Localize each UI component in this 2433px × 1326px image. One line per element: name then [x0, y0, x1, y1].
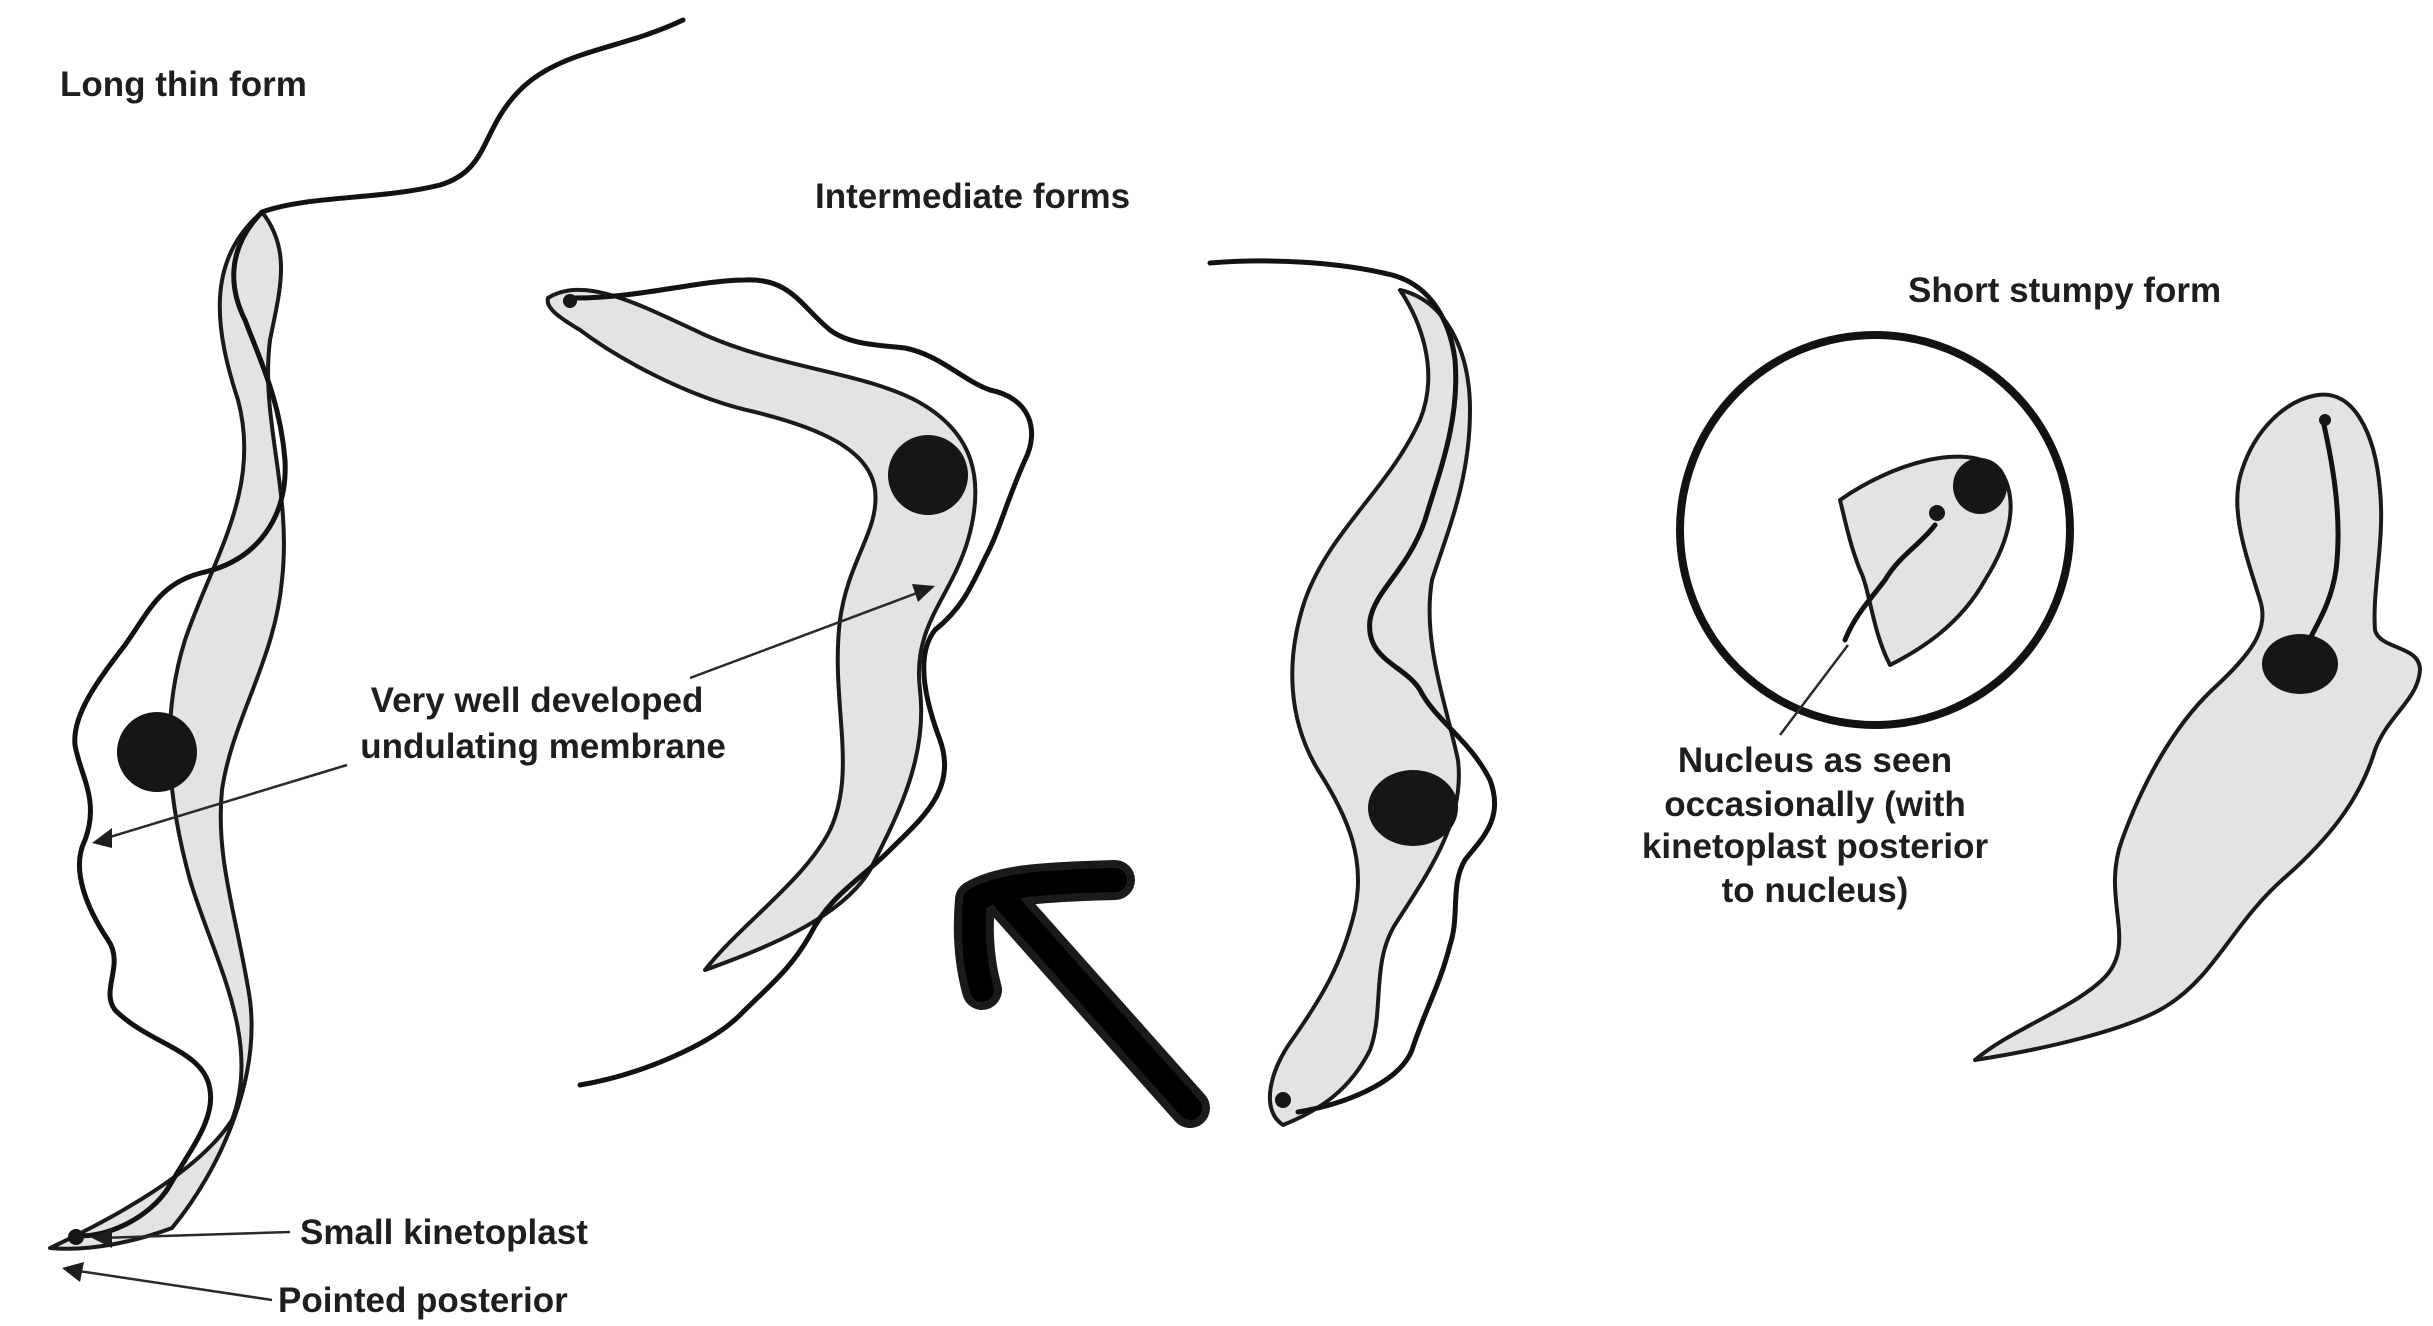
- membrane-pointer-left-head: [92, 828, 112, 848]
- label-membrane-line1: Very well developed: [371, 681, 704, 720]
- long-thin-kinetoplast: [68, 1229, 84, 1245]
- intermediate-1-body: [548, 290, 976, 970]
- posterior-pointer: [72, 1270, 272, 1300]
- label-nucleus-line4: to nucleus): [1722, 871, 1909, 910]
- posterior-pointer-head: [62, 1262, 84, 1282]
- long-thin-form-cell: [50, 20, 683, 1249]
- nucleus-inset: [1680, 335, 2070, 725]
- intermediate-1-nucleus: [888, 435, 968, 515]
- intermediate-2-body: [1270, 290, 1470, 1125]
- label-small-kinetoplast: Small kinetoplast: [300, 1213, 588, 1252]
- intermediate-2-kinetoplast: [1275, 1092, 1291, 1108]
- label-nucleus-line2: occasionally (with: [1664, 785, 1965, 824]
- short-stumpy-nucleus: [2262, 634, 2338, 694]
- inset-nucleus: [1953, 458, 2007, 514]
- inset-kinetoplast: [1929, 505, 1945, 521]
- label-nucleus-line1: Nucleus as seen: [1678, 741, 1952, 780]
- short-stumpy-kinetoplast: [2319, 414, 2331, 426]
- label-long-thin-form: Long thin form: [60, 65, 307, 104]
- label-nucleus-line3: kinetoplast posterior: [1642, 827, 1989, 866]
- intermediate-form-2-cell: [1210, 261, 1495, 1125]
- label-intermediate-forms: Intermediate forms: [815, 177, 1130, 216]
- label-pointed-posterior: Pointed posterior: [278, 1281, 568, 1320]
- label-membrane-line2: undulating membrane: [360, 727, 726, 766]
- long-thin-flagellum: [75, 20, 683, 1236]
- long-thin-nucleus: [117, 712, 197, 792]
- label-short-stumpy-form: Short stumpy form: [1908, 271, 2221, 310]
- arrow-up-left-icon: [974, 880, 1190, 1108]
- intermediate-2-nucleus: [1368, 770, 1458, 846]
- intermediate-1-kinetoplast: [563, 294, 577, 308]
